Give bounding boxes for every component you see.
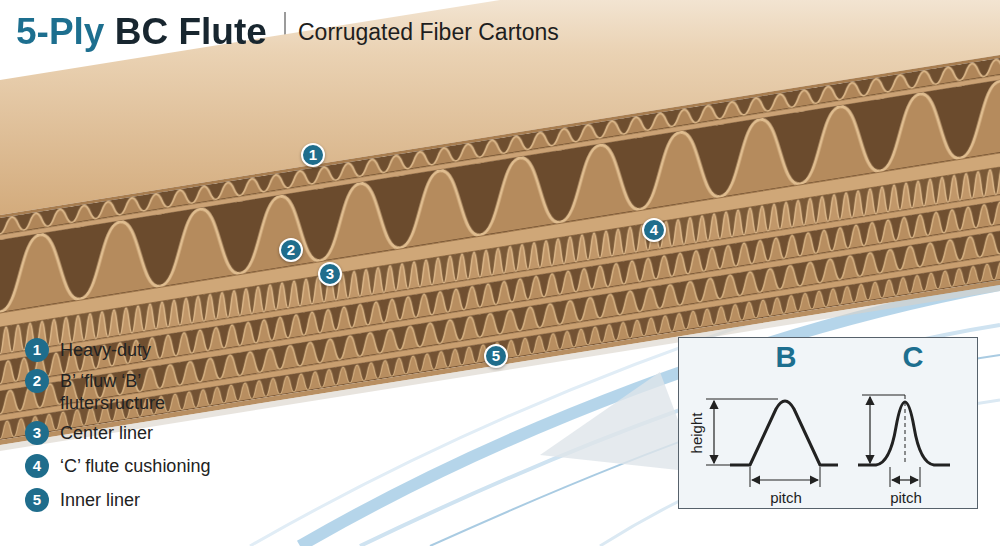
legend-item-text: Heavy-duty xyxy=(60,339,151,361)
callout-number: 5 xyxy=(25,488,49,512)
illustration-line xyxy=(892,479,918,480)
illustration-line xyxy=(862,465,876,466)
callout-number: 1 xyxy=(301,143,325,167)
illustration-rect xyxy=(678,337,978,509)
illustration-path xyxy=(730,401,838,465)
profile-inset-box: B Cheight pitch pitch xyxy=(678,337,978,509)
illustration-line xyxy=(862,395,905,396)
illustration-path xyxy=(858,402,950,465)
illustration-line xyxy=(920,467,921,487)
subtitle: Corrugated Fiber Cartons xyxy=(298,18,559,46)
illustration-g xyxy=(678,337,978,509)
illustration-polygon xyxy=(540,372,678,470)
flute-letter: C xyxy=(903,341,924,373)
callout-number: 5 xyxy=(484,344,508,368)
dimension-label: pitch xyxy=(890,489,922,507)
callout-number: 1 xyxy=(25,338,49,362)
illustration-line xyxy=(706,465,730,466)
illustration-line xyxy=(890,467,891,487)
illustration-line xyxy=(905,395,906,465)
legend-item-text: B’ ‘fluw ‘B’ flutersructure xyxy=(60,370,210,414)
illustration-line xyxy=(869,397,870,463)
legend-item-text: ‘C’ flute cushioning xyxy=(60,455,210,477)
illustration-line xyxy=(706,399,778,400)
illustration-line xyxy=(752,479,818,480)
callout-number: 3 xyxy=(318,262,342,286)
illustration-g xyxy=(706,395,950,487)
callout-number: 2 xyxy=(25,369,49,393)
callout-number: 4 xyxy=(642,218,666,242)
callout-number: 4 xyxy=(25,454,49,478)
illustration-line xyxy=(713,401,714,463)
legend-item-text: Inner liner xyxy=(60,489,140,511)
flute-letter: B xyxy=(776,341,797,373)
diagram-title: 5-Ply BC Flute xyxy=(16,10,267,54)
callout-number: 3 xyxy=(25,421,49,445)
callout-number: 2 xyxy=(279,238,303,262)
legend-item-text: Center liner xyxy=(60,422,153,444)
illustration-line xyxy=(750,467,751,487)
dimension-label: height xyxy=(688,413,706,454)
dimension-label: pitch xyxy=(770,489,802,507)
illustration-line xyxy=(820,467,821,487)
